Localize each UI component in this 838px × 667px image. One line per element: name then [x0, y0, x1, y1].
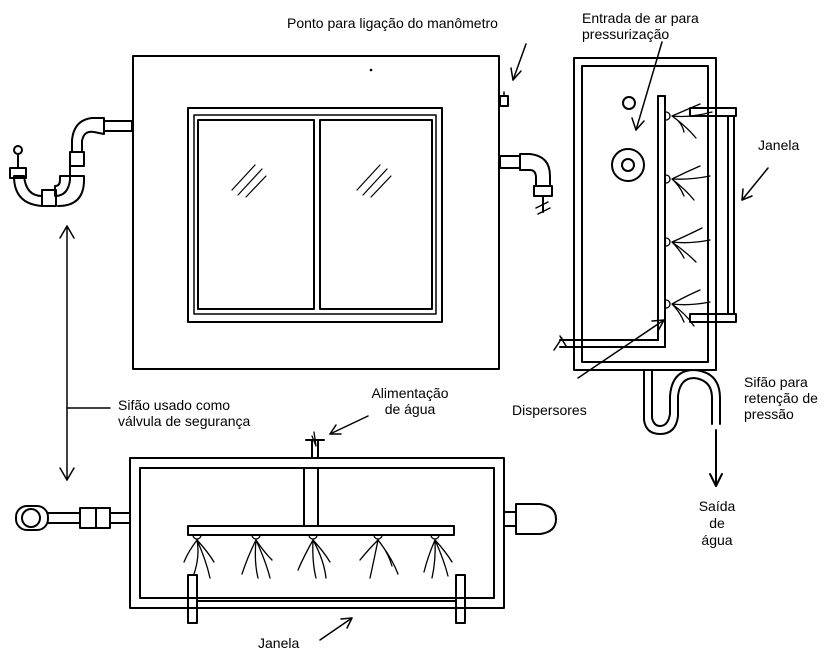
- small-port: [622, 96, 636, 110]
- label-manometer-point: Ponto para ligação do manômetro: [287, 15, 498, 31]
- bottom-left-fitting: [15, 505, 131, 531]
- label-water-supply-line2: de água: [384, 401, 436, 417]
- large-port-inner: [621, 158, 635, 172]
- bottom-dispersers: [183, 534, 453, 579]
- front-window-inner: [193, 114, 437, 315]
- top-view-chamber: [15, 431, 557, 624]
- label-window-side: Janela: [758, 137, 800, 153]
- dispersers-arrow: [577, 319, 665, 379]
- glass-reflection-marks: [231, 164, 392, 198]
- pressure-siphon: [643, 369, 723, 487]
- label-air-inlet-line2: pressurização: [582, 26, 670, 42]
- front-view-chamber: [132, 55, 509, 370]
- label-water-supply-line1: Alimentação: [371, 385, 449, 401]
- label-water-outlet-line1: Saída: [698, 498, 736, 514]
- label-water-outlet-line2: de: [709, 515, 725, 531]
- label-siphon-pressure-line2: retenção de: [744, 390, 818, 406]
- air-inlet-arrow: [631, 41, 663, 131]
- manometer-arrow: [510, 43, 527, 81]
- side-window-flange-bottom: [689, 313, 737, 323]
- front-chamber-body: [132, 55, 500, 370]
- front-drain-elbow: [499, 153, 553, 215]
- side-dispersers: [665, 103, 713, 327]
- safety-siphon-pipe: [9, 117, 133, 207]
- label-siphon-pressure-line3: pressão: [744, 406, 794, 422]
- large-port-outer: [611, 148, 645, 182]
- label-siphon-safety-line1: Sifão usado como: [118, 397, 231, 413]
- front-window-frame: [187, 107, 443, 323]
- bottom-window-post-right: [455, 574, 466, 624]
- side-window-arrow: [741, 167, 769, 201]
- bottom-right-cap: [503, 503, 557, 535]
- bottom-window-post-left: [187, 574, 198, 624]
- label-window-bottom: Janela: [258, 635, 300, 651]
- siphon-double-arrow: [59, 225, 111, 481]
- side-view-chamber: [553, 57, 737, 487]
- front-window-pane-right: [319, 119, 433, 310]
- side-window-flange-top: [689, 107, 737, 117]
- label-siphon-safety-line2: válvula de segurança: [118, 413, 251, 429]
- side-chamber-outer: [573, 57, 717, 371]
- bottom-window-arrow: [319, 617, 353, 641]
- label-siphon-pressure-line1: Sifão para: [744, 374, 808, 390]
- manometer-connection: [499, 95, 509, 107]
- side-chamber-inner: [581, 65, 709, 363]
- label-air-inlet-line1: Entrada de ar para: [582, 10, 699, 26]
- label-water-outlet-line3: água: [701, 532, 733, 548]
- water-supply-arrow: [329, 415, 369, 435]
- front-window-pane-left: [197, 119, 315, 310]
- bottom-manifold: [187, 525, 455, 536]
- label-dispersers: Dispersores: [512, 402, 587, 418]
